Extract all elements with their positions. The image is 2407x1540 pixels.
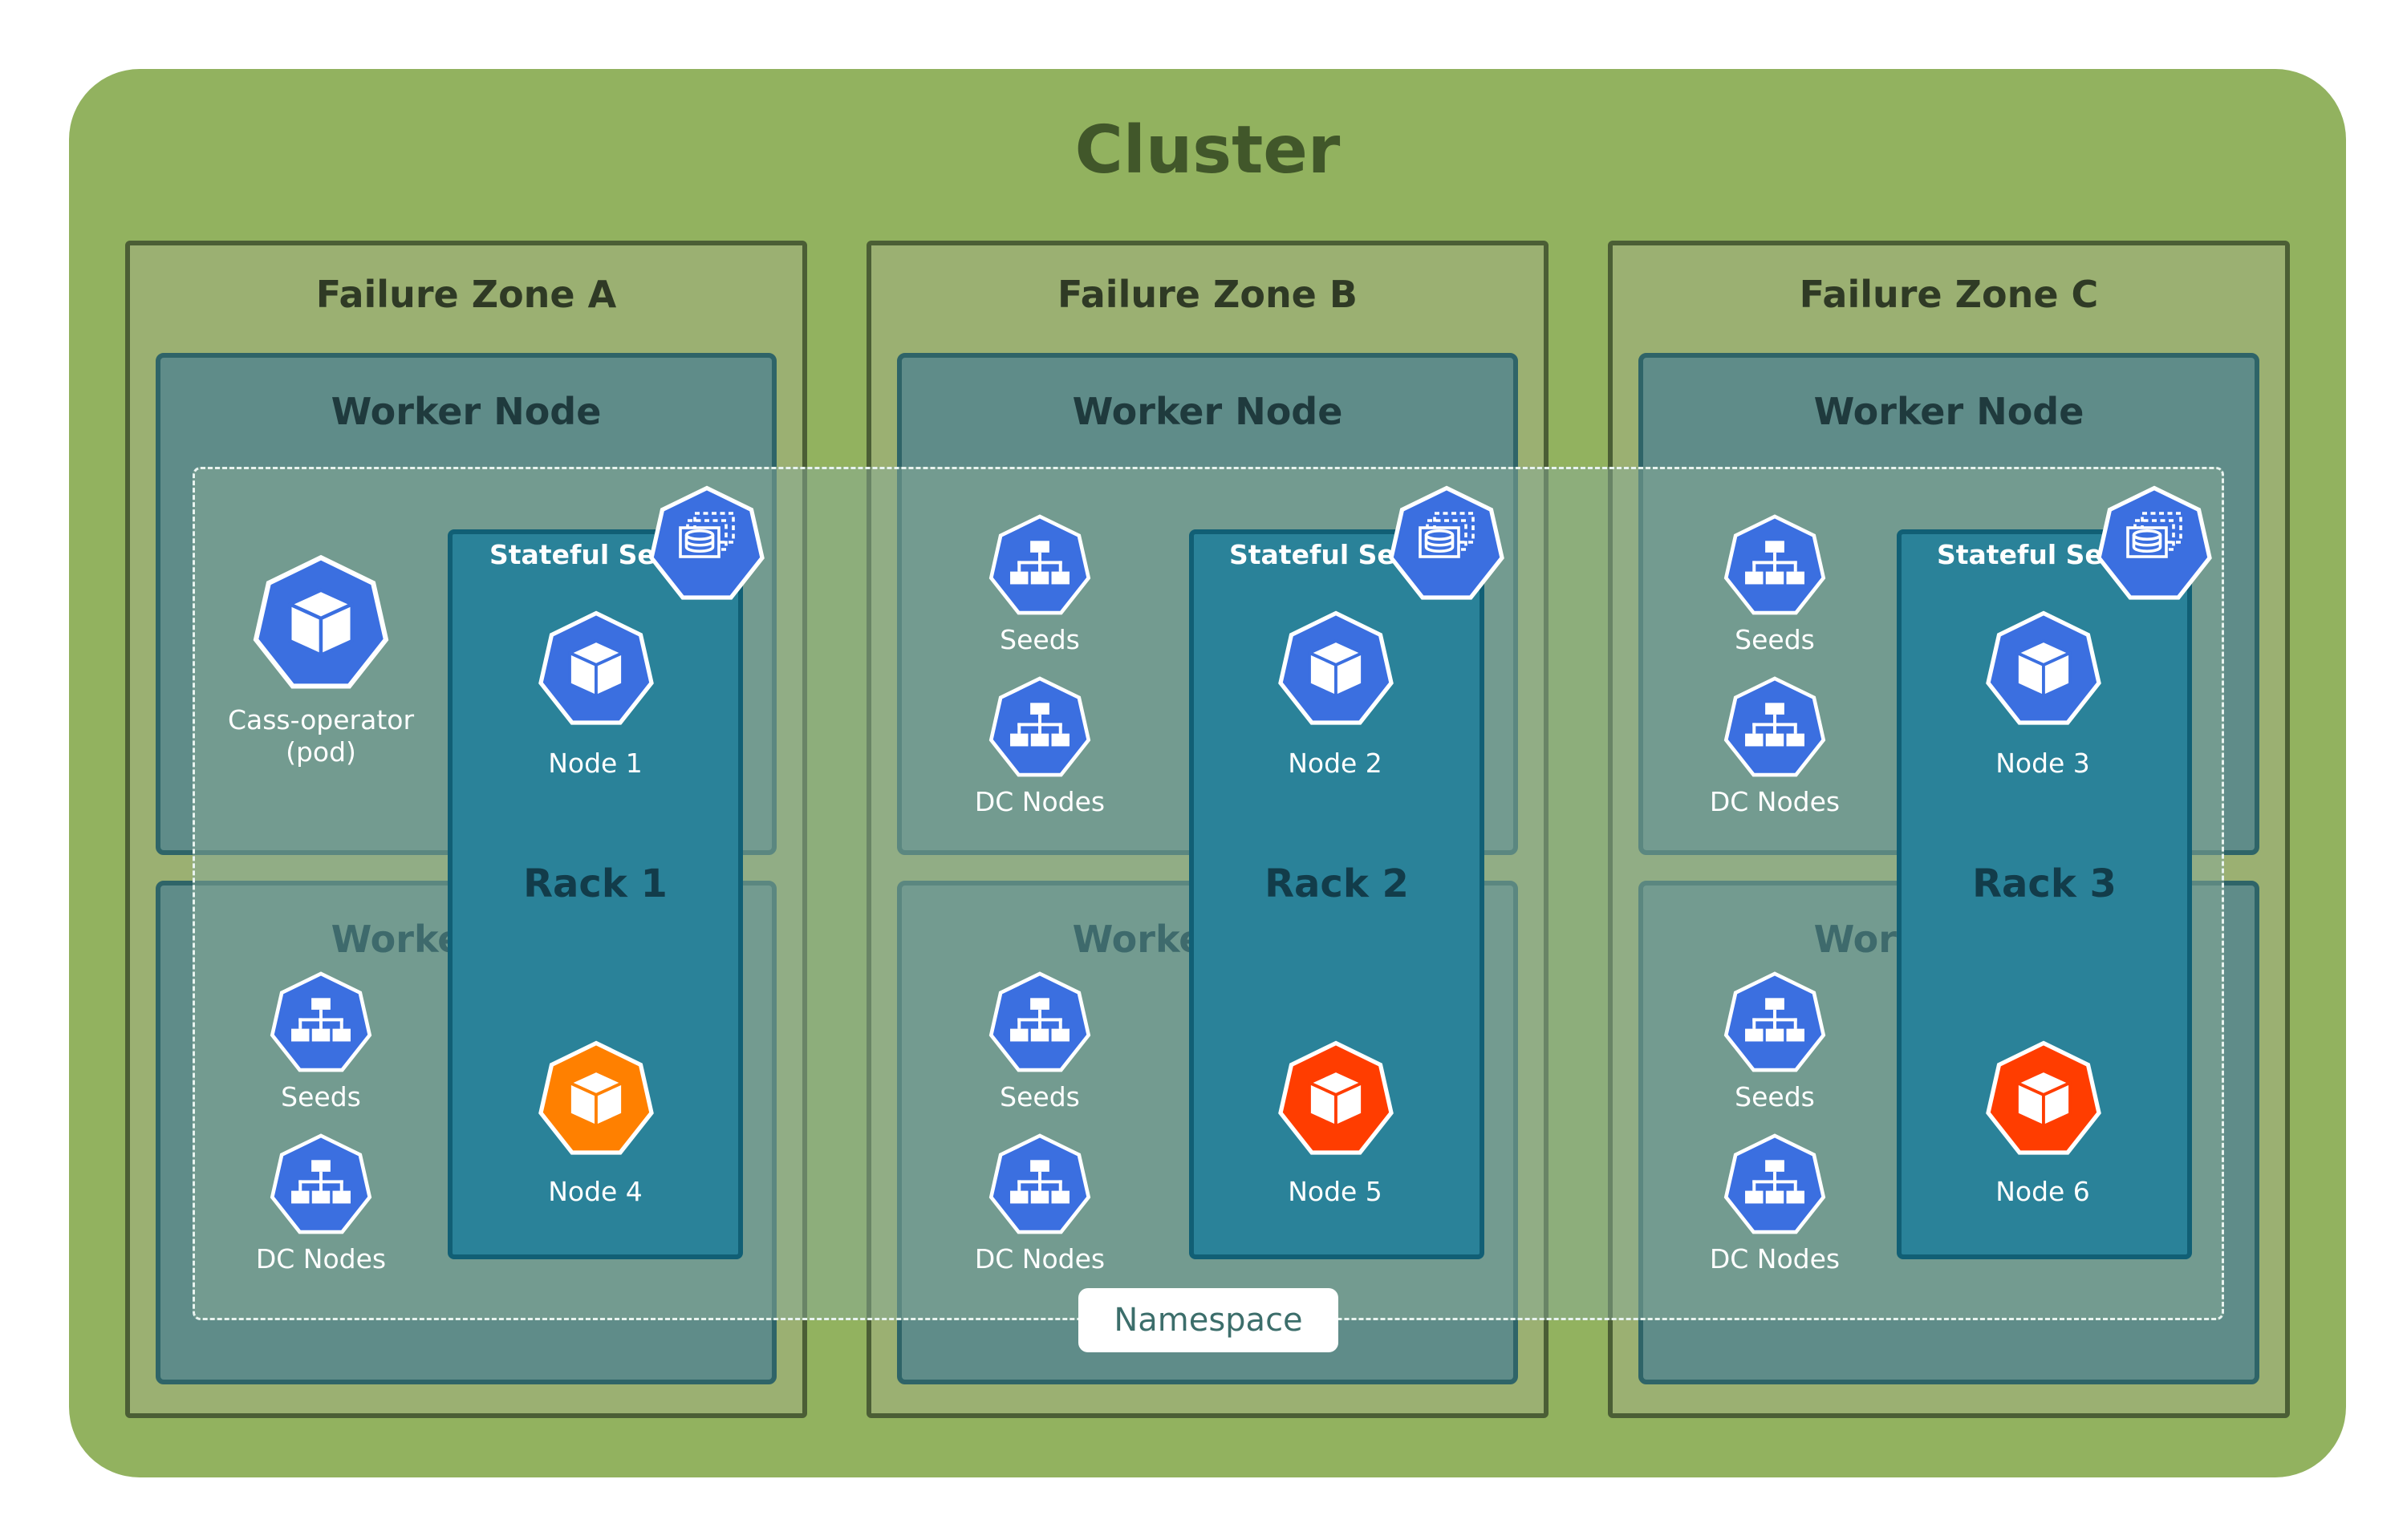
- seeds-service-icon-c-bottom: [1722, 971, 1828, 1076]
- node-1-label: Node 1: [548, 748, 643, 779]
- dc-nodes-service-icon-c-bottom: [1722, 1133, 1828, 1238]
- dc-nodes-label-c-bottom: DC Nodes: [1709, 1243, 1841, 1275]
- worker-node-c-top-title: Worker Node: [1813, 390, 2084, 433]
- seeds-service-icon-a: [268, 971, 374, 1076]
- seeds-label-b-top: Seeds: [1000, 624, 1080, 655]
- rack-3-title: Rack 3: [1972, 861, 2117, 906]
- statefulset-icon-2: [1386, 484, 1507, 605]
- worker-node-a-top-title: Worker Node: [331, 390, 602, 433]
- dc-nodes-service-icon-b-bottom: [987, 1133, 1093, 1238]
- cassandra-node-3-icon: [1983, 610, 2104, 730]
- dc-nodes-label-b-bottom: DC Nodes: [974, 1243, 1106, 1275]
- dc-nodes-service-icon-a: [268, 1133, 374, 1238]
- dc-nodes-label-b-top: DC Nodes: [974, 786, 1106, 817]
- statefulset-icon-1: [647, 484, 767, 605]
- cassandra-node-1-icon: [536, 610, 656, 730]
- dc-nodes-label-c-top: DC Nodes: [1709, 786, 1841, 817]
- seeds-label-c-top: Seeds: [1735, 624, 1815, 655]
- rack-1-title: Rack 1: [523, 861, 668, 906]
- node-4-label: Node 4: [548, 1176, 643, 1207]
- cass-operator-pod-icon: [250, 553, 392, 695]
- failure-zone-c-title: Failure Zone C: [1799, 273, 2099, 316]
- cassandra-node-2-icon: [1276, 610, 1396, 730]
- stateful-set-label-2: Stateful Set: [1229, 539, 1408, 570]
- node-3-label: Node 3: [1995, 748, 2090, 779]
- namespace-label: Namespace: [1078, 1288, 1338, 1352]
- dc-nodes-service-icon-b-top: [987, 675, 1093, 781]
- node-2-label: Node 2: [1288, 748, 1382, 779]
- stateful-set-label-1: Stateful Set: [489, 539, 668, 570]
- rack-2-title: Rack 2: [1264, 861, 1409, 906]
- dc-nodes-label-a: DC Nodes: [255, 1243, 387, 1275]
- cluster-title: Cluster: [1074, 112, 1341, 188]
- cass-operator-label: Cass-operator (pod): [227, 704, 415, 768]
- seeds-label-b-bottom: Seeds: [1000, 1081, 1080, 1112]
- node-5-label: Node 5: [1288, 1176, 1382, 1207]
- cassandra-node-6-icon: [1983, 1040, 2104, 1160]
- dc-nodes-service-icon-c-top: [1722, 675, 1828, 781]
- node-6-label: Node 6: [1995, 1176, 2090, 1207]
- seeds-service-icon-b-bottom: [987, 971, 1093, 1076]
- seeds-label-c-bottom: Seeds: [1735, 1081, 1815, 1112]
- cassandra-node-5-icon: [1276, 1040, 1396, 1160]
- worker-node-b-top-title: Worker Node: [1072, 390, 1343, 433]
- statefulset-icon-3: [2094, 484, 2214, 605]
- cassandra-node-4-icon: [536, 1040, 656, 1160]
- stateful-set-label-3: Stateful Set: [1937, 539, 2116, 570]
- failure-zone-a-title: Failure Zone A: [315, 273, 617, 316]
- seeds-service-icon-c-top: [1722, 513, 1828, 619]
- failure-zone-b-title: Failure Zone B: [1057, 273, 1358, 316]
- seeds-service-icon-b-top: [987, 513, 1093, 619]
- seeds-label-a: Seeds: [281, 1081, 361, 1112]
